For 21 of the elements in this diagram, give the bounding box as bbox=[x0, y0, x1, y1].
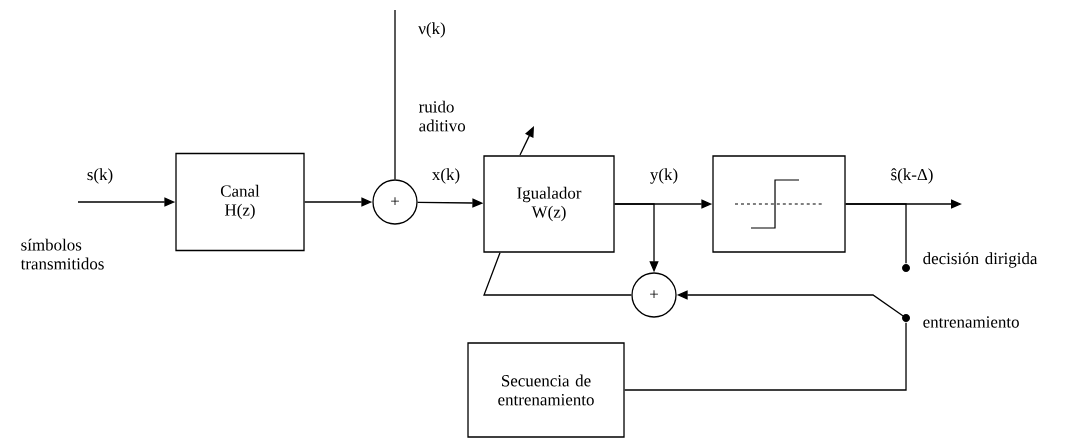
annotation-label: símbolos transmitidos bbox=[20, 238, 104, 270]
summing-junction: + bbox=[372, 179, 418, 225]
contact-label: entrenamiento bbox=[923, 316, 1019, 328]
block-box: Igualador W(z) bbox=[483, 155, 615, 253]
signal-label: y(k) bbox=[648, 167, 680, 185]
block-box: Secuencia de entrenamiento bbox=[467, 342, 625, 438]
switch-contact bbox=[902, 314, 910, 322]
connector-line bbox=[483, 252, 632, 296]
decision-box bbox=[712, 155, 846, 253]
signal-label: x(k) bbox=[430, 167, 462, 185]
signal-label: ν(k) bbox=[417, 21, 447, 39]
contact-label: decisión dirigida bbox=[923, 252, 1038, 268]
signal-label: ŝ(k-Δ) bbox=[889, 167, 935, 185]
switch-contact bbox=[902, 264, 910, 272]
block-box: Canal H(z) bbox=[175, 152, 305, 252]
summing-junction: + bbox=[631, 272, 677, 318]
connector-line bbox=[845, 203, 907, 264]
signal-label: s(k) bbox=[85, 167, 115, 185]
connector-line bbox=[624, 322, 907, 391]
annotation-label: ruido aditivo bbox=[419, 100, 466, 132]
connector-line bbox=[394, 9, 396, 180]
